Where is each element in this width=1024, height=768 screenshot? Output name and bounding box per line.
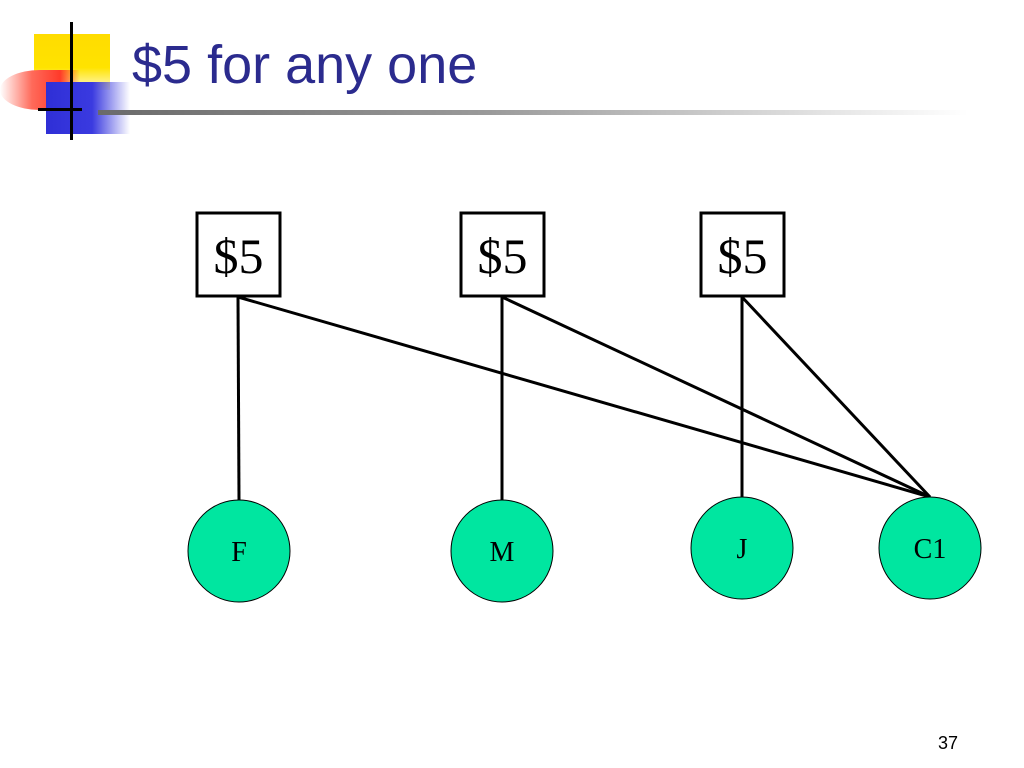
- logo-horizontal-line: [38, 108, 82, 111]
- node-label-J: J: [737, 534, 748, 565]
- page-number: 37: [938, 733, 959, 753]
- edge-a3-C1: [740, 295, 932, 499]
- logo-vertical-line: [70, 22, 73, 140]
- amount-box-1: $5: [195, 211, 282, 298]
- amount-box-2: $5: [459, 211, 546, 298]
- amount-label-2: $5: [478, 228, 528, 284]
- slide-title: $5 for any one: [132, 35, 478, 95]
- node-label-F: F: [231, 537, 247, 568]
- amount-label-3: $5: [718, 228, 768, 284]
- amount-box-3: $5: [699, 211, 786, 298]
- edge-a1-F: [236, 296, 241, 501]
- edge-a2-C1: [501, 295, 931, 499]
- node-J: J: [690, 496, 794, 600]
- node-label-M: M: [490, 537, 515, 568]
- edge-a1-C1: [237, 295, 931, 499]
- edges: [236, 295, 932, 501]
- title-underline: [98, 110, 968, 115]
- node-M: M: [450, 499, 554, 603]
- node-F: F: [187, 499, 291, 603]
- amount-label-1: $5: [214, 228, 264, 284]
- node-C1: C1: [878, 496, 982, 600]
- node-label-C1: C1: [914, 534, 947, 565]
